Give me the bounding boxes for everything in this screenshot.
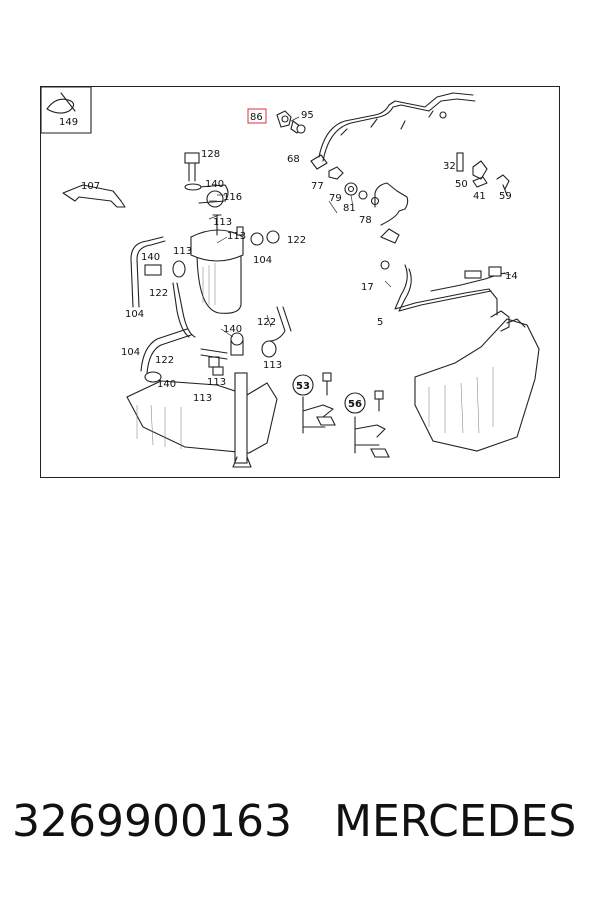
callout[interactable]: 68	[287, 154, 300, 165]
leader-lines	[208, 116, 512, 338]
bolt-128	[184, 152, 202, 191]
callout[interactable]: 140	[157, 379, 176, 390]
callout[interactable]: 140	[223, 324, 242, 335]
callout[interactable]: 95	[301, 110, 314, 121]
brand-name: MERCEDES	[334, 796, 577, 847]
callout[interactable]: 113	[173, 246, 192, 257]
fuel-line-right	[374, 182, 506, 316]
callout[interactable]: 77	[311, 181, 324, 192]
footer: 3269900163 MERCEDES	[0, 796, 600, 866]
injection-lines	[310, 92, 476, 170]
callout[interactable]: 113	[213, 217, 232, 228]
injection-pump-right	[414, 310, 540, 452]
injection-pump-left	[126, 372, 278, 468]
highlight-box	[247, 108, 267, 124]
part-number: 3269900163	[12, 796, 292, 847]
parts-diagram: 149 86	[40, 86, 560, 478]
callout[interactable]: 78	[359, 215, 372, 226]
callout[interactable]: 59	[499, 191, 512, 202]
callout-numbers: 95 128 68 140 116 107 113 113 122 77 79 …	[81, 110, 518, 404]
callout[interactable]: 81	[343, 203, 356, 214]
callout[interactable]: 5	[377, 317, 383, 328]
callout[interactable]: 104	[121, 347, 140, 358]
callout[interactable]: 107	[81, 181, 100, 192]
inset-clamp-149: 149	[41, 87, 92, 134]
fuel-filter	[190, 184, 244, 314]
callout[interactable]: 116	[223, 192, 242, 203]
fitting-86-95	[276, 110, 306, 134]
callout[interactable]: 128	[201, 149, 220, 160]
callout[interactable]: 113	[207, 377, 226, 388]
callout[interactable]: 104	[253, 255, 272, 266]
clamp-icon	[46, 98, 75, 114]
callout[interactable]: 32	[443, 161, 456, 172]
callout[interactable]: 113	[193, 393, 212, 404]
callout[interactable]: 14	[505, 271, 518, 282]
bracket-107	[62, 184, 126, 208]
circle-label-53: 53	[296, 381, 310, 392]
inset-label: 149	[59, 117, 78, 128]
bracket-group-56: 56	[344, 390, 390, 458]
callout[interactable]: 122	[155, 355, 174, 366]
bracket-group-53: 53	[292, 372, 336, 434]
callout[interactable]: 41	[473, 191, 486, 202]
callout[interactable]: 140	[141, 252, 160, 263]
callout[interactable]: 104	[125, 309, 144, 320]
bracket-assembly	[456, 152, 510, 196]
callout[interactable]: 122	[287, 235, 306, 246]
callout[interactable]: 140	[205, 179, 224, 190]
callout[interactable]: 113	[263, 360, 282, 371]
exploded-view-drawing: 149 86	[41, 87, 540, 468]
callout[interactable]: 79	[329, 193, 342, 204]
circle-label-56: 56	[348, 399, 362, 410]
callout[interactable]: 122	[149, 288, 168, 299]
callout[interactable]: 122	[257, 317, 276, 328]
callout-86[interactable]: 86	[250, 112, 263, 123]
callout[interactable]: 50	[455, 179, 468, 190]
callout[interactable]: 17	[361, 282, 374, 293]
callout[interactable]: 113	[227, 231, 246, 242]
